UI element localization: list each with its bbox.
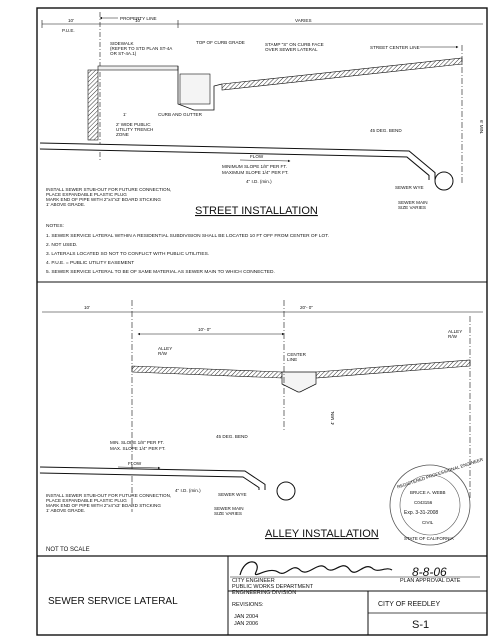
- alley-rw-right-1: ALLEY: [448, 329, 462, 334]
- alley-install-label-3: MARK END OF PIPE WITH 2"x4"x3' BOARD STI…: [46, 503, 161, 508]
- street-main-label-1: SEWER MAIN: [398, 200, 428, 205]
- city-engineer-label: CITY ENGINEER: [232, 578, 275, 584]
- street-sidewalk-label-3: OR ST-4A.1): [110, 51, 137, 56]
- title-block: NOT TO SCALE 8-8-06 CITY ENGINEER PLAN A…: [37, 547, 487, 635]
- notes-heading: NOTES:: [46, 223, 64, 229]
- alley-slope-label-2: MAX. SLOPE 1/4" PER FT.: [110, 446, 166, 451]
- street-stamp-label-2: OVER SEWER LATERAL: [265, 47, 318, 52]
- seal-ring-top: REGISTERED PROFESSIONAL ENGINEER: [396, 457, 484, 490]
- signature-date: 8-8-06: [412, 565, 447, 579]
- street-property-line-label: PROPERTY LINE: [120, 16, 157, 21]
- alley-slope-label-1: MIN. SLOPE 1/8" PER FT.: [110, 440, 164, 445]
- street-dim-left: 10': [68, 18, 74, 23]
- street-top-of-curb-label: TOP OF CURB GRADE: [196, 40, 245, 45]
- drawing-title: SEWER SERVICE LATERAL: [48, 596, 178, 607]
- alley-section: 10' 20'- 0" 10'- 0" ALLEY R/W ALLEY R/W …: [39, 300, 483, 540]
- revisions-label: REVISIONS:: [232, 602, 264, 608]
- department-label: PUBLIC WORKS DEPARTMENT: [232, 584, 314, 590]
- street-install-label-2: PLACE EXPANDABLE PLASTIC PLUG: [46, 192, 127, 197]
- street-trench-label-2: UTILITY TRENCH: [116, 127, 153, 132]
- note-4: 4. P.U.E. = PUBLIC UTILITY EASEMENT: [46, 260, 134, 266]
- alley-sewer-main-circle: [276, 481, 296, 501]
- note-5: 5. SEWER SERVICE LATERAL TO BE OF SAME M…: [46, 269, 275, 275]
- street-dim-right: VARIES: [295, 18, 312, 23]
- alley-flow-label: FLOW: [128, 461, 142, 466]
- not-to-scale-label: NOT TO SCALE: [46, 547, 90, 553]
- street-install-label-3: MARK END OF PIPE WITH 2"x4"x3' BOARD STI…: [46, 197, 161, 202]
- note-1: 1. SEWER SERVICE LATERAL WITHIN A RESIDE…: [46, 233, 329, 239]
- street-center-line-label: STREET CENTER LINE: [370, 45, 420, 50]
- street-dim-mid: 10': [135, 18, 141, 23]
- alley-bend-label: 45 DEG. BEND: [216, 434, 248, 439]
- street-sewer-main-circle: [434, 171, 454, 191]
- street-slope-label-2: MAXIMUM SLOPE 1/4" PER FT.: [222, 170, 288, 175]
- street-stamp-label-1: STAMP "S" ON CURB FACE: [265, 42, 324, 47]
- street-pue-label: P.U.E.: [62, 28, 75, 33]
- street-install-label-4: 1' ABOVE GRADE.: [46, 202, 85, 207]
- city-label: CITY OF REEDLEY: [378, 601, 440, 608]
- engineer-signature: [239, 561, 393, 576]
- note-2: 2. NOT USED.: [46, 242, 77, 248]
- street-trench-label-3: ZONE: [116, 132, 129, 137]
- alley-main-label-1: SEWER MAIN: [214, 506, 244, 511]
- alley-wye-label: SEWER WYE: [218, 492, 247, 497]
- sheet-number: S-1: [412, 619, 429, 631]
- alley-dim-left: 10': [84, 305, 90, 310]
- street-trench-label-1: 2' WIDE PUBLIC: [116, 122, 151, 127]
- street-title: STREET INSTALLATION: [195, 205, 318, 217]
- alley-center-line-1: CENTER: [287, 352, 307, 357]
- alley-rw-left-1: ALLEY: [158, 346, 172, 351]
- alley-install-label-2: PLACE EXPANDABLE PLASTIC PLUG: [46, 498, 127, 503]
- seal-exp: Exp. 3-31-2008: [404, 510, 438, 516]
- alley-rw-left-2: R/W: [158, 351, 168, 356]
- alley-main-label-2: SIZE VARIES: [214, 511, 242, 516]
- street-main-label-2: SIZE VARIES: [398, 205, 426, 210]
- alley-id-label: 4" I.D. (min.): [175, 488, 201, 493]
- alley-rw-right-2: R/W: [448, 334, 458, 339]
- street-slope-label-1: MINIMUM SLOPE 1/8" PER FT.: [222, 164, 287, 169]
- alley-install-label-1: INSTALL SEWER STUB-OUT FOR FUTURE CONNEC…: [46, 493, 171, 498]
- street-sidewalk-label-1: SIDEWALK: [110, 41, 135, 46]
- street-install-label-1: INSTALL SEWER STUB-OUT FOR FUTURE CONNEC…: [46, 187, 171, 192]
- sheet-border: [36, 7, 488, 636]
- street-sidewalk-label-2: (REFER TO STD PLAN ST-4A: [110, 46, 173, 51]
- street-bend-label: 45 DEG. BEND: [370, 128, 402, 133]
- street-depth-label: 6' MIN.: [479, 120, 484, 134]
- alley-center-line-2: LINE: [287, 357, 297, 362]
- street-section: PROPERTY LINE 10' 10' VARIES P.U.E. SIDE…: [39, 12, 484, 217]
- street-flow-label: FLOW: [250, 154, 264, 159]
- street-wye-label: SEWER WYE: [395, 185, 424, 190]
- alley-title: ALLEY INSTALLATION: [265, 528, 379, 540]
- seal-civil: CIVIL: [422, 520, 434, 525]
- note-3: 3. LATERALS LOCATED SO NOT TO CONFLICT W…: [46, 251, 209, 257]
- notes-section: NOTES: 1. SEWER SERVICE LATERAL WITHIN A…: [46, 223, 329, 275]
- street-curb-gutter-label: CURB AND GUTTER: [158, 112, 203, 117]
- seal-ring-bottom: STATE OF CALIFORNIA: [404, 536, 454, 541]
- street-1ft-label: 1': [123, 112, 127, 117]
- alley-install-label-4: 1' ABOVE GRADE.: [46, 508, 85, 513]
- alley-depth-label: 4' MIN.: [330, 411, 335, 425]
- division-label: ENGINEERING DIVISION: [232, 590, 296, 596]
- alley-dim-total: 20'- 0": [300, 305, 313, 310]
- seal-number: C043156: [414, 500, 433, 505]
- revision-1: JAN 2004: [234, 614, 258, 620]
- engineer-seal: REGISTERED PROFESSIONAL ENGINEER BRUCE A…: [389, 457, 484, 546]
- plan-approval-label: PLAN APPROVAL DATE: [400, 578, 461, 584]
- seal-name: BRUCE A. WEBB: [410, 490, 446, 495]
- street-id-label: 4" I.D. (min.): [246, 179, 272, 184]
- alley-dim-half: 10'- 0": [198, 327, 211, 332]
- revision-2: JAN 2006: [234, 621, 258, 627]
